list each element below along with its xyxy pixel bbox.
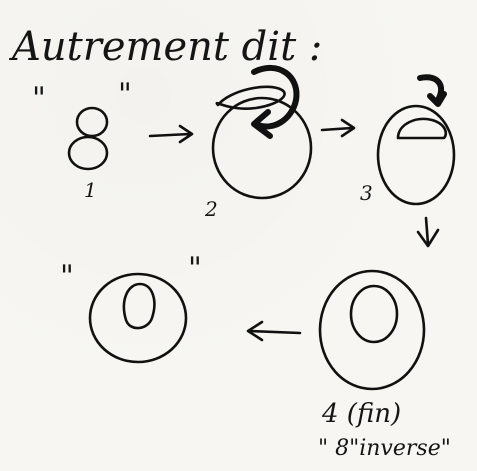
result-inner-loop — [124, 284, 154, 328]
result-open-quote: " — [60, 259, 74, 294]
title-text: Autrement dit : — [8, 24, 322, 70]
step-2-label: 2 — [204, 197, 218, 221]
figure-2-folded-loop — [217, 87, 285, 109]
figure-4-final: 4 (fin) " 8"inverse" — [318, 271, 451, 461]
arrow-4-to-result — [248, 322, 300, 340]
figure-2-outer-loop — [213, 98, 311, 198]
step-4-label: 4 (fin) — [321, 399, 401, 429]
figure-1-eight: " " 1 — [32, 77, 132, 202]
inverse-eight-label: " 8"inverse" — [318, 436, 451, 461]
figure-3-folded: 3 — [360, 77, 454, 205]
step-1-label: 1 — [84, 178, 97, 202]
arrow-3-to-4 — [418, 218, 438, 246]
figure-1-open-quote: " — [32, 81, 46, 116]
eight-bottom-loop — [69, 137, 107, 169]
figure-2-twisting: 2 — [204, 68, 311, 221]
result-close-quote: " — [188, 251, 202, 286]
step-3-label: 3 — [360, 181, 373, 205]
figure-3-inner-loop — [398, 119, 446, 138]
result-outer-loop — [90, 274, 186, 362]
arrow-2-to-3 — [322, 120, 354, 136]
figure-1-close-quote: " — [118, 77, 132, 112]
result-figure-inverse-eight: " " — [60, 251, 202, 362]
figure-4-inner-loop — [351, 286, 397, 342]
eight-top-loop — [77, 108, 107, 136]
arrow-1-to-2 — [150, 126, 192, 142]
figure-4-outer-loop — [320, 271, 424, 389]
